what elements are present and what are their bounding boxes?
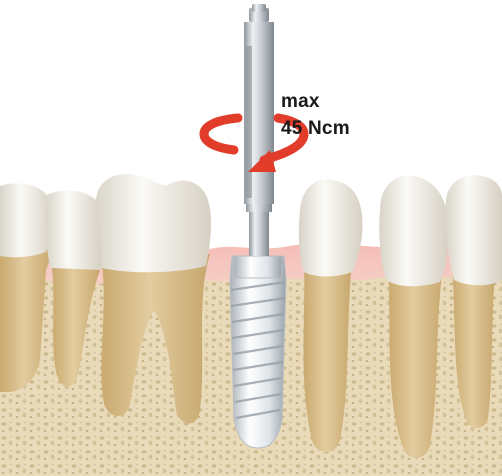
left-molar <box>45 174 211 423</box>
driver-tool <box>244 4 274 256</box>
implant <box>230 256 286 448</box>
torque-label-value: 45 Ncm <box>281 118 350 140</box>
torque-label-max: max <box>281 91 320 113</box>
